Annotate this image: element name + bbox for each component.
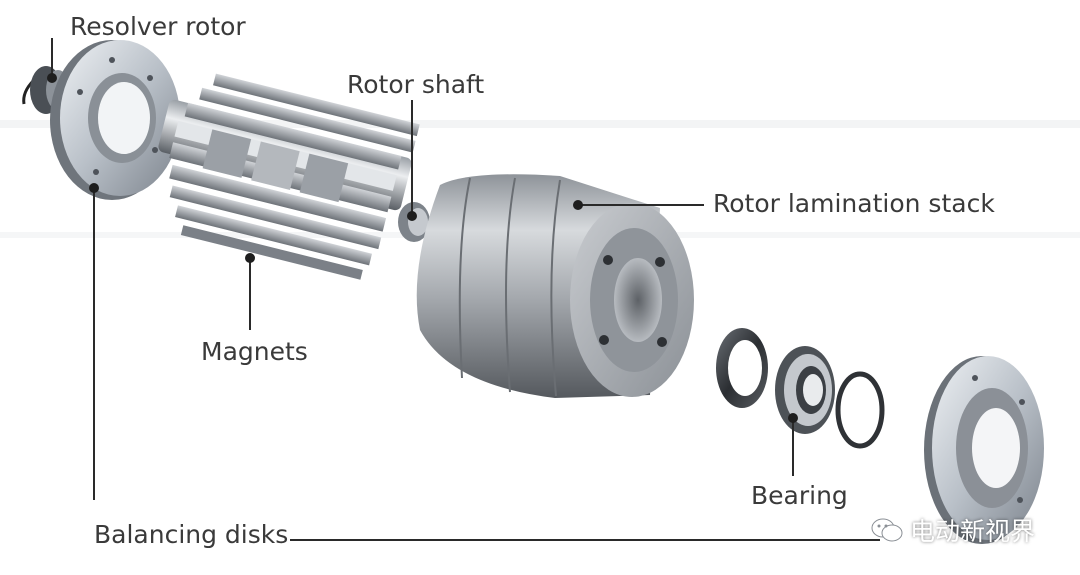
- snap-ring: [835, 371, 885, 449]
- label-balancing-disks: Balancing disks: [94, 520, 289, 549]
- watermark: 电动新视界: [870, 512, 1035, 548]
- label-bearing: Bearing: [751, 481, 848, 510]
- label-rotor-lamination-stack: Rotor lamination stack: [713, 189, 995, 218]
- seal-ring: [716, 328, 768, 408]
- balancing-disk-right: [924, 356, 1044, 544]
- wechat-icon: [871, 518, 903, 542]
- rotor-lamination-stack: [416, 174, 694, 398]
- bearing: [775, 346, 835, 434]
- label-magnets: Magnets: [201, 337, 308, 366]
- label-resolver-rotor: Resolver rotor: [70, 12, 246, 41]
- label-rotor-shaft: Rotor shaft: [347, 70, 485, 99]
- leader-lines: [51, 38, 880, 541]
- background-band: [0, 120, 1080, 128]
- magnets-cage: [169, 73, 420, 280]
- watermark-text: 电动新视界: [910, 517, 1036, 546]
- leader-dots: [47, 73, 798, 423]
- balancing-disk-left: [50, 40, 180, 200]
